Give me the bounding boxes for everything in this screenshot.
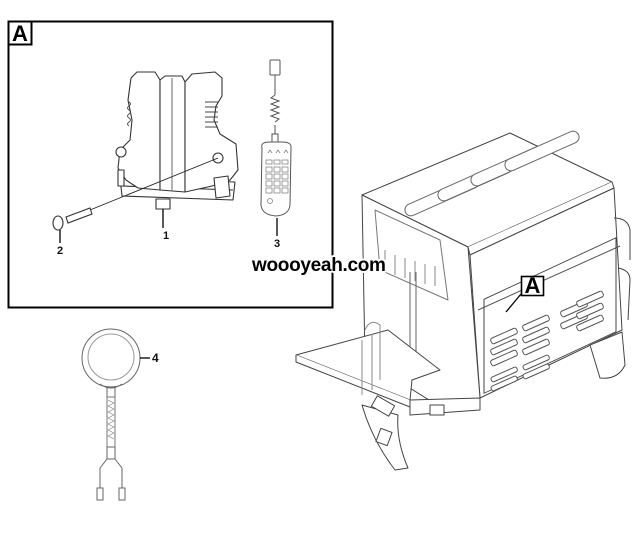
detail-box-a: A <box>7 20 334 309</box>
remote-handset-drawing <box>260 59 292 236</box>
part-number-1: 1 <box>163 230 169 242</box>
part-number-4: 4 <box>152 351 159 365</box>
cab-drawing <box>295 130 631 471</box>
cab-callout-a: A <box>505 273 545 313</box>
detail-box-label: A <box>12 21 28 46</box>
cab-callout-label: A <box>525 273 541 298</box>
part-number-2: 2 <box>57 245 63 257</box>
antenna-drawing <box>81 328 150 501</box>
holder-bracket-drawing <box>115 71 239 228</box>
screw-drawing <box>52 157 219 243</box>
watermark: woooyeah.com <box>252 255 386 276</box>
part-number-3: 3 <box>274 238 280 250</box>
